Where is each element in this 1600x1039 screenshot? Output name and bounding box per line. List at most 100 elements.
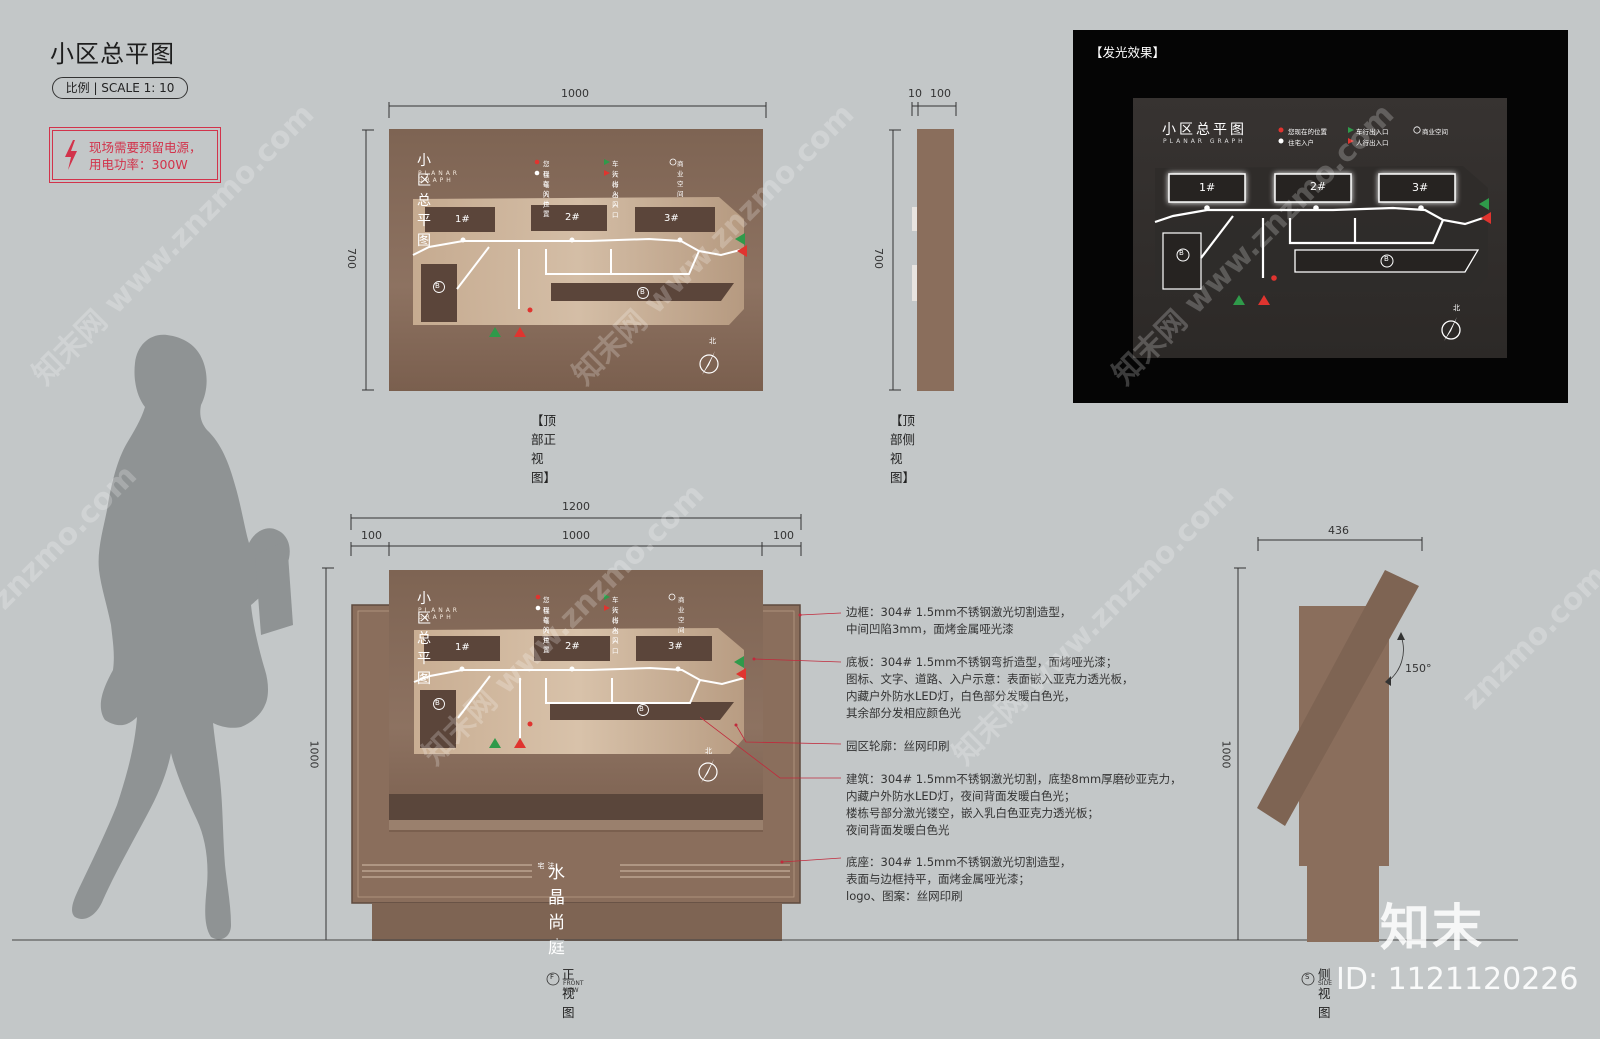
glow-legend-pedestrian: 人行出入口 — [1356, 139, 1389, 147]
note-frame: 边框：304# 1.5mm不锈钢激光切割造型， 中间凹陷3mm，面烤金属哑光漆 — [846, 604, 1071, 638]
front-b-mark-1: B — [435, 699, 440, 707]
front-legend-here: 您现在的位置 — [543, 596, 550, 654]
legend-residence: 住宅入户 — [543, 171, 550, 209]
power-line-1: 现场需要预留电源， — [89, 140, 202, 155]
glow-b-mark-2: B — [1384, 255, 1389, 263]
side-height-line — [889, 129, 901, 391]
b-mark-2: B — [640, 288, 645, 296]
note-buildings-line-1: 建筑：304# 1.5mm不锈钢激光切割，底垫8mm厚磨砂亚克力， — [846, 772, 1182, 786]
note-buildings: 建筑：304# 1.5mm不锈钢激光切割，底垫8mm厚磨砂亚克力， 内藏户外防水… — [846, 771, 1182, 839]
dimension-line-width — [388, 102, 767, 118]
front-building-1: 1# — [455, 642, 470, 653]
note-frame-line-2: 中间凹陷3mm，面烤金属哑光漆 — [846, 622, 1014, 636]
note-base-line-3: logo、图案：丝网印刷 — [846, 889, 963, 903]
note-base: 底座：304# 1.5mm不锈钢激光切割造型， 表面与边框持平，面烤金属哑光漆；… — [846, 854, 1071, 905]
note-buildings-line-4: 夜间背面发暖白色光 — [846, 823, 950, 837]
b-mark-1: B — [435, 282, 440, 290]
front-legend-residence: 住宅入户 — [543, 607, 550, 645]
note-outline: 园区轮廓：丝网印刷 — [846, 738, 950, 755]
dimension-height-label: 700 — [345, 248, 358, 269]
glow-north-label: 北 — [1453, 304, 1460, 312]
front-view-marker-icon — [546, 972, 560, 986]
side-dim-a: 10 — [908, 87, 922, 100]
legend-commercial: 商业空间 — [677, 160, 684, 198]
glow-legend-residence: 住宅入户 — [1288, 139, 1314, 147]
front-dim-right: 100 — [773, 529, 794, 542]
building-3-label: 3# — [664, 213, 679, 224]
glow-legend-commercial: 商业空间 — [1422, 128, 1448, 136]
map-group — [412, 158, 747, 375]
front-map-title: 小区总平图 — [417, 591, 434, 687]
legend-here: 您现在的位置 — [543, 160, 550, 218]
front-view-caption: 正视图 — [562, 967, 575, 1020]
side-view-marker-icon — [1301, 972, 1315, 986]
front-view-caption-en: FRONT VIEW — [563, 980, 584, 994]
note-frame-line-1: 边框：304# 1.5mm不锈钢激光切割造型， — [846, 605, 1072, 619]
front-dim-mid: 1000 — [562, 529, 590, 542]
power-line-2: 用电功率：300W — [89, 157, 188, 172]
brand-logo: 知末 — [1380, 899, 1484, 957]
side-dimension-lines — [911, 102, 957, 116]
front-north-label: 北 — [705, 747, 712, 755]
top-view-caption: 【顶部正视图】 — [531, 413, 557, 485]
building-1-label: 1# — [455, 214, 470, 225]
map-title: 小区总平图 — [417, 153, 434, 249]
map-subtitle: PLANAR GRAPH — [418, 170, 460, 184]
side-width-label: 436 — [1328, 524, 1349, 537]
lightning-icon — [65, 140, 77, 170]
side-dim-b: 100 — [930, 87, 951, 100]
glow-map-subtitle: PLANAR GRAPH — [1163, 138, 1246, 145]
glow-b-mark-1: B — [1179, 249, 1184, 257]
glow-effect-label: 【发光效果】 — [1090, 45, 1166, 60]
note-baseplate-line-3: 内藏户外防水LED灯，白色部分发暖白色光， — [846, 689, 1076, 703]
glow-legend-car: 车行出入口 — [1356, 128, 1389, 136]
front-building-3: 3# — [668, 641, 683, 652]
glow-building-1: 1# — [1199, 181, 1216, 194]
front-legend-pedestrian: 人行出入口 — [612, 607, 619, 655]
north-label: 北 — [709, 337, 716, 345]
power-notice: 现场需要预留电源， 用电功率：300W — [49, 127, 221, 183]
front-map-subtitle: PLANAR GRAPH — [418, 607, 460, 621]
side-profile-body — [1257, 570, 1419, 942]
front-legend-commercial: 商业空间 — [678, 596, 685, 634]
front-view-marker: F — [550, 973, 555, 981]
side-profile — [912, 129, 954, 391]
note-base-line-2: 表面与边框持平，面烤金属哑光漆； — [846, 872, 1030, 886]
glow-map-panel — [1133, 98, 1507, 358]
side-view-caption-en: SIDE — [1318, 980, 1332, 987]
power-notice-text: 现场需要预留电源， 用电功率：300W — [89, 139, 202, 173]
human-silhouette — [72, 334, 293, 940]
note-leader-lines — [700, 612, 842, 864]
note-baseplate: 底板：304# 1.5mm不锈钢弯折造型，面烤哑光漆； 图标、文字、道路、入户示… — [846, 654, 1134, 722]
side-view-marker: S — [1305, 973, 1310, 981]
glow-legend-here: 您现在的位置 — [1288, 128, 1327, 136]
note-outline-line-1: 园区轮廓：丝网印刷 — [846, 739, 950, 753]
building-2-label: 2# — [565, 212, 580, 223]
glow-building-3: 3# — [1412, 181, 1429, 194]
front-dim-left: 100 — [361, 529, 382, 542]
scale-badge: 比例 | SCALE 1: 10 — [52, 77, 188, 99]
front-dim-total: 1200 — [562, 500, 590, 513]
side-width-line — [1257, 537, 1423, 551]
front-b-mark-2: B — [639, 705, 644, 713]
top-view-map-panel — [389, 129, 763, 391]
side-height-label: 700 — [872, 248, 885, 269]
ground-line — [12, 939, 1518, 941]
image-id: ID: 1121120226 — [1336, 962, 1579, 997]
top-side-view-caption: 【顶部侧视图】 — [890, 413, 916, 485]
page-title: 小区总平图 — [50, 40, 175, 68]
front-dimension-lines — [350, 514, 802, 556]
front-height-label: 1000 — [307, 740, 321, 769]
note-base-line-1: 底座：304# 1.5mm不锈钢激光切割造型， — [846, 855, 1072, 869]
note-baseplate-line-4: 其余部分发相应颜色光 — [846, 706, 961, 720]
front-building-2: 2# — [565, 641, 580, 652]
note-baseplate-line-1: 底板：304# 1.5mm不锈钢弯折造型，面烤哑光漆； — [846, 655, 1118, 669]
note-buildings-line-3: 楼栋号部分激光镂空，嵌入乳白色亚克力透光板； — [846, 806, 1099, 820]
dimension-line-height — [362, 129, 374, 391]
logo-small: 法宅 — [537, 862, 555, 869]
front-sign-body — [351, 570, 801, 941]
logo-main: 水晶尚庭 — [548, 863, 566, 958]
glow-building-2: 2# — [1310, 180, 1327, 193]
side-angle-label: 150° — [1405, 662, 1432, 675]
side-view-caption: 侧视图 — [1318, 967, 1331, 1020]
